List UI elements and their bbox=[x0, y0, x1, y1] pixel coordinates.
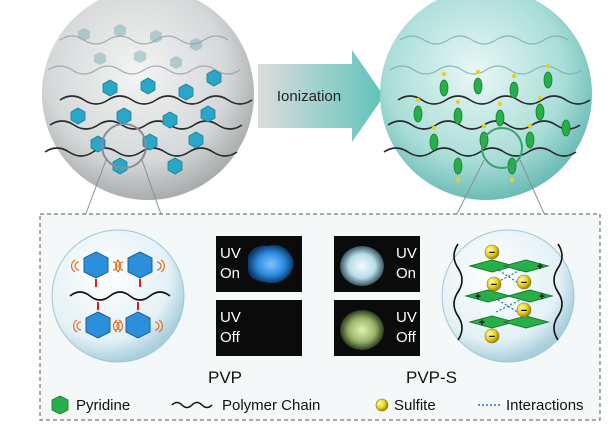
pvp-uv-off-box: UV Off bbox=[216, 300, 302, 356]
pyridine-ring bbox=[83, 251, 153, 339]
svg-text:−: − bbox=[491, 279, 497, 291]
pvp-bubble bbox=[51, 229, 185, 363]
svg-text:Interactions: Interactions bbox=[506, 397, 584, 414]
pvps-uv-off-box: UV Off bbox=[334, 300, 420, 356]
svg-text:Sulfite: Sulfite bbox=[394, 397, 436, 414]
pvp-caption: PVP bbox=[208, 368, 242, 387]
svg-text:UV: UV bbox=[220, 309, 241, 326]
pvps-caption: PVP-S bbox=[406, 368, 457, 387]
svg-text:On: On bbox=[220, 265, 240, 282]
svg-text:UV: UV bbox=[220, 245, 241, 262]
svg-text:Pyridine: Pyridine bbox=[76, 397, 130, 414]
svg-text:On: On bbox=[396, 265, 416, 282]
svg-text:+: + bbox=[539, 291, 545, 303]
legend: Pyridine Polymer Chain Sulfite Interacti… bbox=[51, 395, 584, 415]
ionization-arrow: Ionization bbox=[258, 50, 384, 142]
svg-text:UV: UV bbox=[396, 309, 417, 326]
svg-text:+: + bbox=[537, 261, 543, 273]
pvps-bubble: − − − − − + + + + bbox=[441, 229, 575, 363]
svg-text:−: − bbox=[521, 277, 527, 289]
svg-text:UV: UV bbox=[396, 245, 417, 262]
svg-text:+: + bbox=[475, 291, 481, 303]
svg-text:−: − bbox=[489, 331, 495, 343]
svg-text:Polymer Chain: Polymer Chain bbox=[222, 397, 320, 414]
svg-text:−: − bbox=[521, 305, 527, 317]
svg-text:Off: Off bbox=[396, 329, 417, 346]
pvp-uv-on-box: UV On bbox=[216, 236, 302, 292]
pyridine-ring bbox=[464, 259, 554, 329]
pyridine-legend-icon bbox=[51, 395, 69, 415]
svg-text:Off: Off bbox=[220, 329, 241, 346]
arrow-label: Ionization bbox=[277, 88, 341, 105]
zoom-circle-pvp bbox=[101, 123, 147, 169]
pvps-network-sphere bbox=[380, 0, 592, 200]
svg-text:+: + bbox=[479, 317, 485, 329]
polymer-chain bbox=[44, 95, 253, 157]
svg-text:−: − bbox=[489, 247, 495, 259]
zoom-circle-pvps bbox=[481, 127, 523, 169]
polymer-chain-legend-icon bbox=[171, 401, 213, 409]
pvp-network-sphere bbox=[42, 0, 254, 200]
pvps-uv-on-box: UV On bbox=[334, 236, 420, 292]
sulfite-legend-icon bbox=[375, 398, 389, 412]
sulfite-ball bbox=[484, 244, 532, 344]
